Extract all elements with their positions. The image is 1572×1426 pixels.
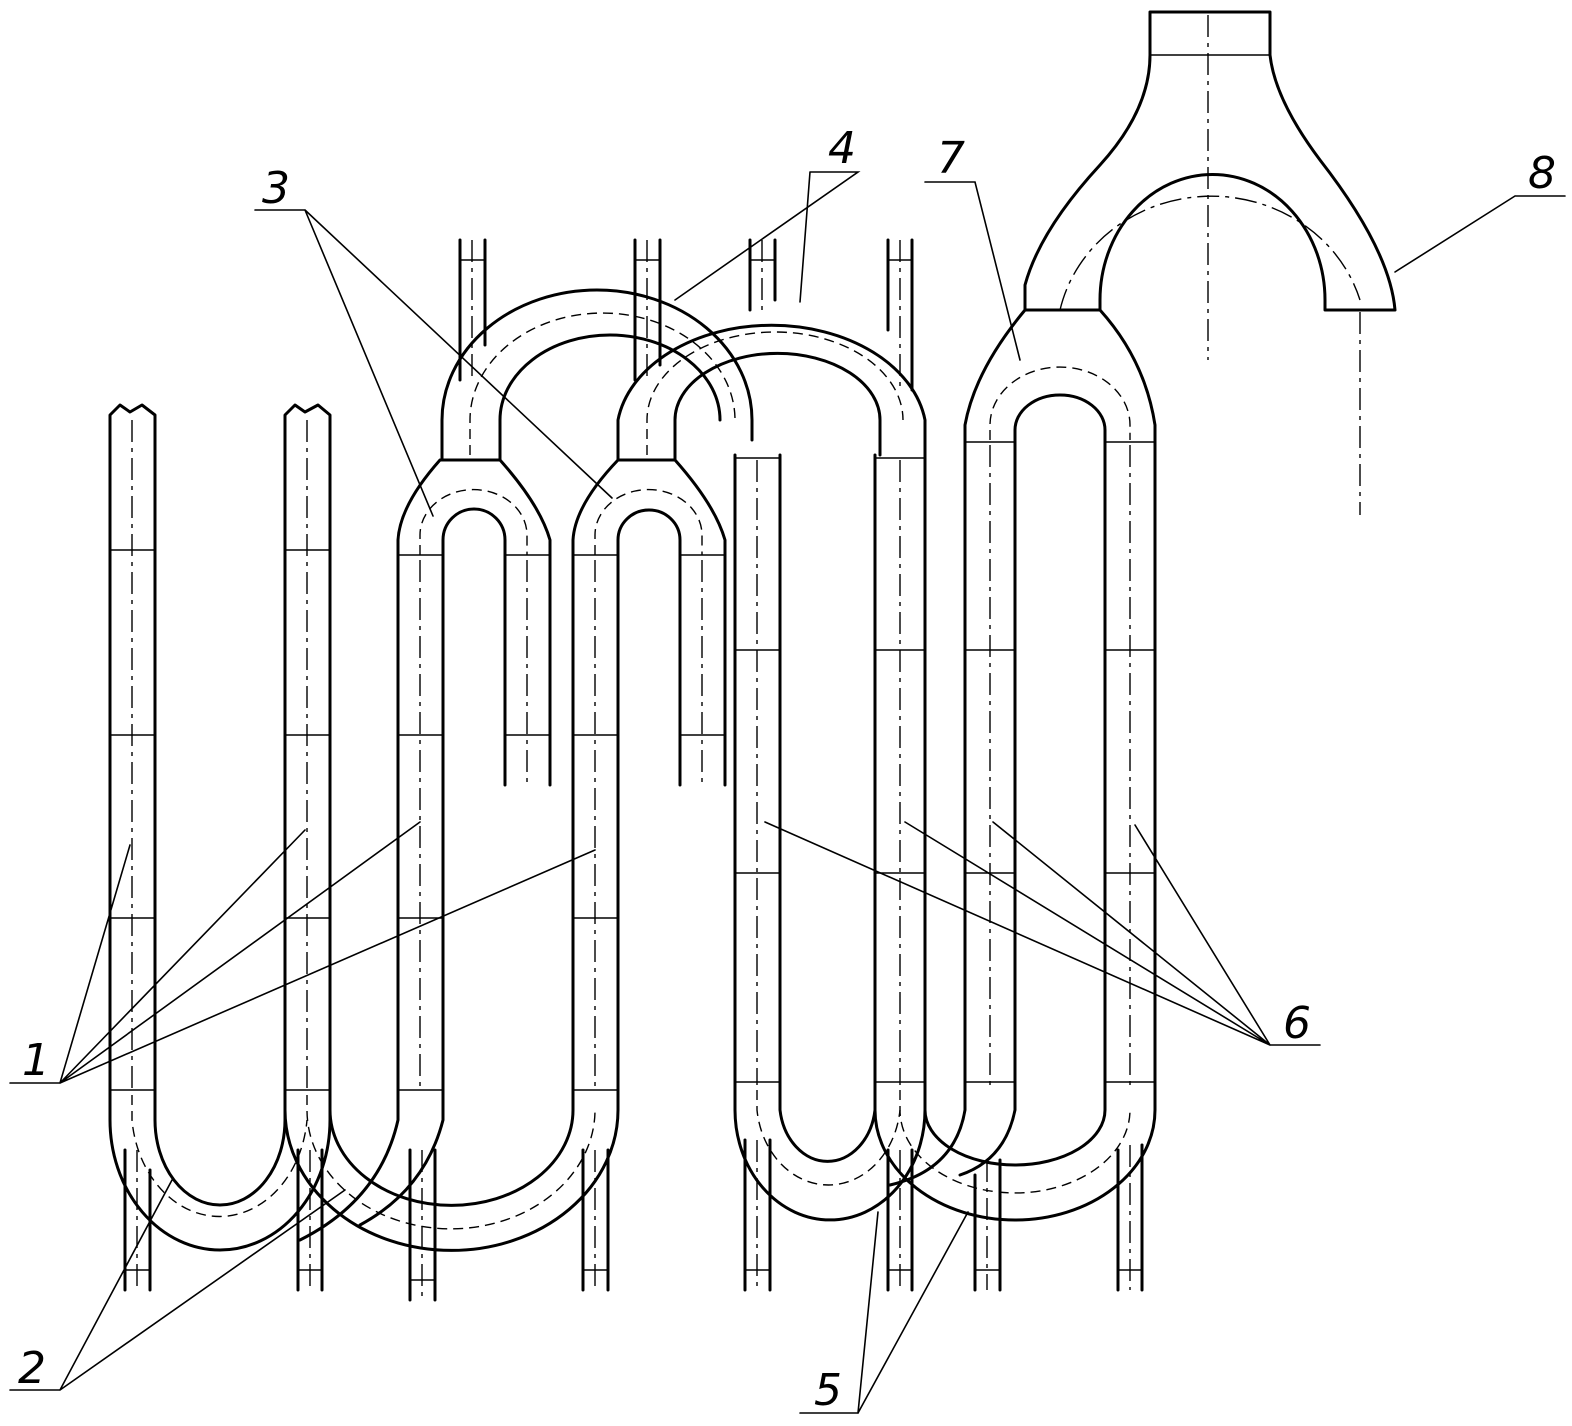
callout-6: 6 <box>1283 998 1311 1049</box>
leader-lines <box>9 171 1566 1414</box>
y-junction-group-3 <box>396 458 727 787</box>
callout-7: 7 <box>937 133 965 184</box>
u-bend-group-5 <box>733 1083 1157 1292</box>
callout-3: 3 <box>262 163 290 214</box>
y-junction-7 <box>963 308 1157 442</box>
arch-group-4 <box>440 238 927 462</box>
collector-8 <box>1023 10 1397 515</box>
callout-labels: 1 2 3 4 5 6 7 8 <box>18 123 1556 1416</box>
callout-2: 2 <box>18 1343 46 1394</box>
tube-group-1 <box>108 403 620 1092</box>
callout-4: 4 <box>828 123 856 174</box>
callout-5: 5 <box>814 1365 842 1416</box>
callout-8: 8 <box>1528 148 1556 199</box>
tube-group-6 <box>733 438 1157 1087</box>
u-bend-group-2 <box>108 1088 620 1302</box>
callout-1: 1 <box>22 1035 50 1086</box>
